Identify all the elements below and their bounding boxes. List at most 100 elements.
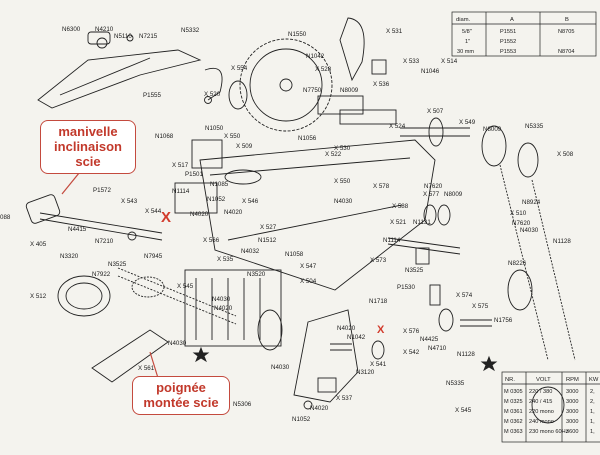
part-label: N1058 [285,251,304,258]
spec-bottom-cell: M 0363 [504,429,523,435]
spec-bottom-cell: 3600 [566,429,578,435]
part-label: X 512 [30,293,47,300]
callout-tilt-line-3: scie [75,154,101,169]
part-label: N4415 [68,226,87,233]
part-label: N4710 [428,345,447,352]
lock-lever [429,284,441,306]
part-label: X 405 [30,241,47,248]
arbor-housing [317,95,364,115]
bearing [428,117,444,147]
part-label: X 577 [423,191,440,198]
arbor-block [339,109,397,125]
motor-flange [257,309,283,351]
part-label: X 543 [121,198,138,205]
part-label: N1718 [369,298,388,305]
spec-bottom-cell: 240 mono [529,419,554,425]
spec-top-header-2: A [510,17,514,23]
part-label: N5335 [446,380,465,387]
part-label: N3320 [60,253,79,260]
part-label: X 542 [403,349,420,356]
star-mark-table [480,355,498,372]
raise-handle [91,329,169,383]
frame-ribs [209,157,411,241]
spec-bottom-header-3: RPM [566,377,579,383]
spec-bottom-cell: 2, [590,389,595,395]
lock-bushing [438,308,454,332]
spec-top-cell: 30 mm [457,49,474,55]
tilt-handle [25,194,61,224]
part-label: X 541 [370,361,387,368]
part-label: X 574 [456,292,473,299]
part-label: X 530 [334,145,351,152]
part-label: N4030 [271,364,290,371]
part-label: X 578 [373,183,390,190]
lower-washer [303,400,313,410]
part-label: N3520 [247,271,266,278]
part-label: N7620 [424,183,443,190]
spec-top-cell: 5/8" [462,29,472,35]
part-label: X 545 [177,283,194,290]
part-labels: N6300 N4210 N5110 N7215 N5332 P1555 X 52… [0,26,574,423]
part-label: X 527 [260,224,277,231]
motor-body [184,269,282,347]
part-label: N1114 [172,188,190,195]
part-label: N4020 [214,305,233,312]
part-label: X 528 [315,66,332,73]
part-label: N1131 [413,219,431,226]
spec-bottom-header-2: VOLT [536,377,551,383]
part-label: N6300 [62,26,81,33]
part-label: N3525 [108,261,127,268]
spec-top-cell: P1552 [500,39,516,45]
part-label: X 508 [557,151,574,158]
line-drawing [25,17,576,424]
part-label: N7945 [144,253,163,260]
spec-top-cell: N8705 [558,29,574,35]
part-label: X 576 [403,328,420,335]
blade-flange [228,80,248,110]
callout-tilt-line-1: manivelle [58,124,118,139]
spec-bottom-rows: M 0305 220 / 380 3000 2, M 0325 240 / 41… [504,389,595,435]
part-label: N4032 [241,248,260,255]
part-label: X 566 [203,237,220,244]
rear-bearing [423,204,437,226]
part-label: X 550 [224,133,241,140]
part-label: X 561 [138,365,155,372]
part-label: N4020 [310,405,329,412]
part-label: X 537 [336,395,353,402]
part-label: N1046 [421,68,440,75]
part-label: X 522 [325,151,342,158]
bellows-spring [131,276,165,298]
spec-top-cell: P1553 [500,49,516,55]
spec-bottom-cell: M 0325 [504,399,523,405]
part-label: P1530 [397,284,415,291]
part-label: N4020 [224,209,243,216]
motor-endcap [57,275,111,317]
part-label: X 536 [373,81,390,88]
part-label: X 554 [231,65,248,72]
part-label: X 510 [510,210,527,217]
part-label: N8009 [483,126,502,133]
callout-raise-line-2: montée scie [143,395,219,410]
spec-top-header-1: diam. [456,17,471,23]
drive-belt [499,164,576,361]
callout-raise-handle: poignée montée scie [132,376,230,415]
spec-bottom-header-4: KW [589,377,599,383]
part-label: X 514 [441,58,458,65]
part-label: X 521 [390,219,407,226]
part-label: N4030 [168,340,187,347]
spec-bottom-cell: M 0361 [504,409,523,415]
part-label: N4020 [190,211,209,218]
part-label: N1128 [457,351,475,358]
spec-table-bottom: NR. VOLT RPM KW M 0305 220 / 380 3000 2,… [501,371,600,443]
saw-blade-inner [249,48,323,122]
side-plate [174,182,218,214]
pin-nut [126,34,134,42]
stand-arm [37,49,202,109]
part-label: N1085 [210,181,229,188]
part-label: X 524 [389,123,406,130]
part-label: X 507 [427,108,444,115]
spec-bottom-cell: 3000 [566,419,578,425]
bracket [191,139,223,169]
part-label: 088 [0,214,11,221]
